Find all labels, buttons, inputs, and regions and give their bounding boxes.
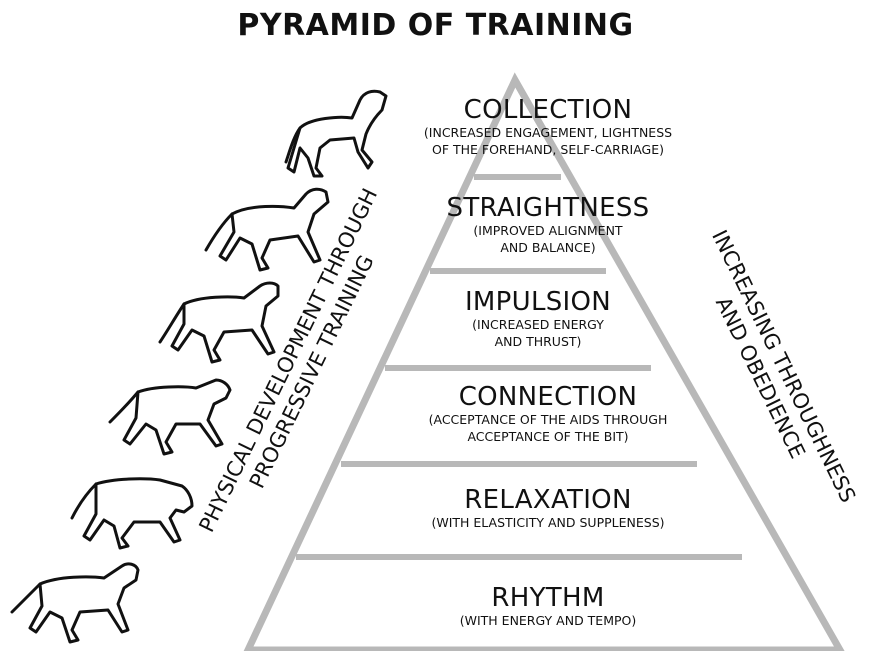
horse-impulsion	[158, 281, 280, 364]
horse-rhythm	[10, 562, 140, 644]
tier-name: COLLECTION	[463, 95, 633, 125]
tier-description: (INCREASED ENGAGEMENT, LIGHTNESS	[423, 125, 673, 140]
horse-straightness	[204, 187, 330, 272]
tier-description: OF THE FOREHAND, SELF-CARRIAGE)	[431, 142, 665, 157]
tier-straightness: STRAIGHTNESS (IMPROVED ALIGNMENT AND BAL…	[398, 194, 698, 256]
tier-collection: COLLECTION (INCREASED ENGAGEMENT, LIGHTN…	[378, 96, 718, 158]
tier-name: RELAXATION	[464, 485, 632, 515]
tier-description: (WITH ENERGY AND TEMPO)	[459, 613, 637, 628]
tier-description: (WITH ELASTICITY AND SUPPLENESS)	[431, 515, 665, 530]
tier-description: (ACCEPTANCE OF THE AIDS THROUGH	[428, 412, 668, 427]
tier-description: (IMPROVED ALIGNMENT	[473, 223, 623, 238]
horse-relaxation	[70, 477, 194, 550]
tier-description: ACCEPTANCE OF THE BIT)	[467, 429, 629, 444]
diagram-title: PYRAMID OF TRAINING	[237, 8, 634, 43]
tier-name: STRAIGHTNESS	[446, 193, 650, 223]
tier-relaxation: RELAXATION (WITH ELASTICITY AND SUPPLENE…	[378, 486, 718, 531]
tier-impulsion: IMPULSION (INCREASED ENERGY AND THRUST)	[398, 288, 678, 350]
tier-name: IMPULSION	[464, 287, 612, 317]
tier-name: RHYTHM	[491, 583, 605, 613]
tier-name: CONNECTION	[458, 382, 638, 412]
horse-connection	[108, 378, 232, 456]
tier-connection: CONNECTION (ACCEPTANCE OF THE AIDS THROU…	[378, 383, 718, 445]
tier-description: (INCREASED ENERGY	[472, 317, 604, 332]
tier-rhythm: RHYTHM (WITH ENERGY AND TEMPO)	[398, 584, 698, 629]
horse-collection	[284, 89, 388, 178]
tier-description: AND THRUST)	[494, 334, 582, 349]
tier-description: AND BALANCE)	[500, 240, 596, 255]
